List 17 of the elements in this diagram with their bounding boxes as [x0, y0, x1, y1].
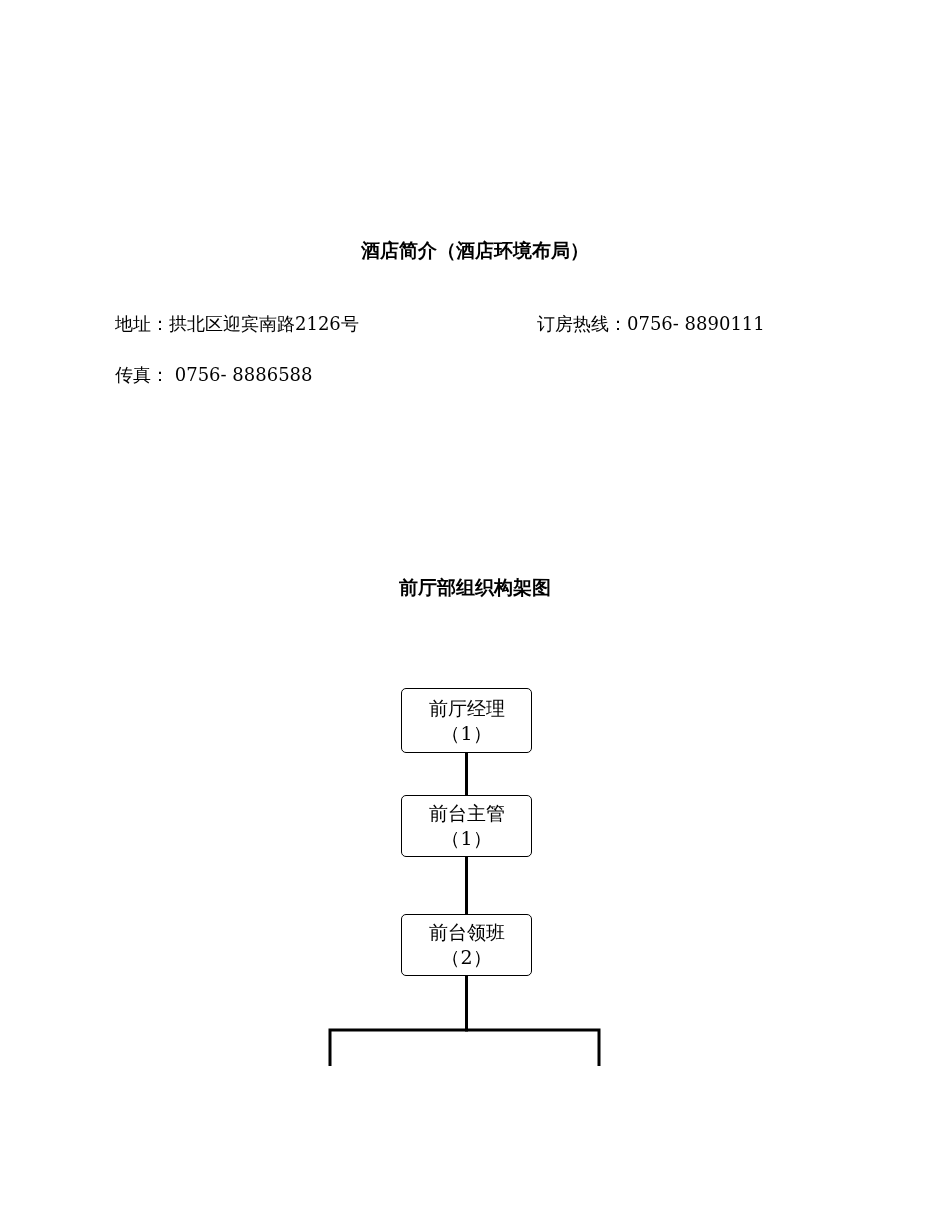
connector-line [465, 753, 468, 795]
position-box [401, 795, 532, 857]
position-title: 前台领班 [428, 920, 505, 945]
position-box [401, 688, 532, 753]
connector-line [465, 976, 601, 1066]
chart-title: 前厅部组织构架图 [398, 575, 552, 600]
info-text: 订房热线：0756- 8890111 [537, 312, 765, 336]
info-text: 传真： 0756- 8886588 [115, 363, 313, 387]
position-title: 前台主管 [428, 801, 505, 826]
connector-line [465, 857, 468, 914]
info-text: 地址：拱北区迎宾南路2126号 [115, 312, 359, 336]
headcount-text: （1） [441, 720, 492, 746]
position-title: 前厅经理 [428, 695, 505, 721]
headcount-text: （2） [441, 945, 492, 970]
page-title: 酒店简介（酒店环境布局） [360, 238, 590, 263]
position-box [401, 914, 532, 976]
headcount-text: （1） [441, 826, 492, 851]
